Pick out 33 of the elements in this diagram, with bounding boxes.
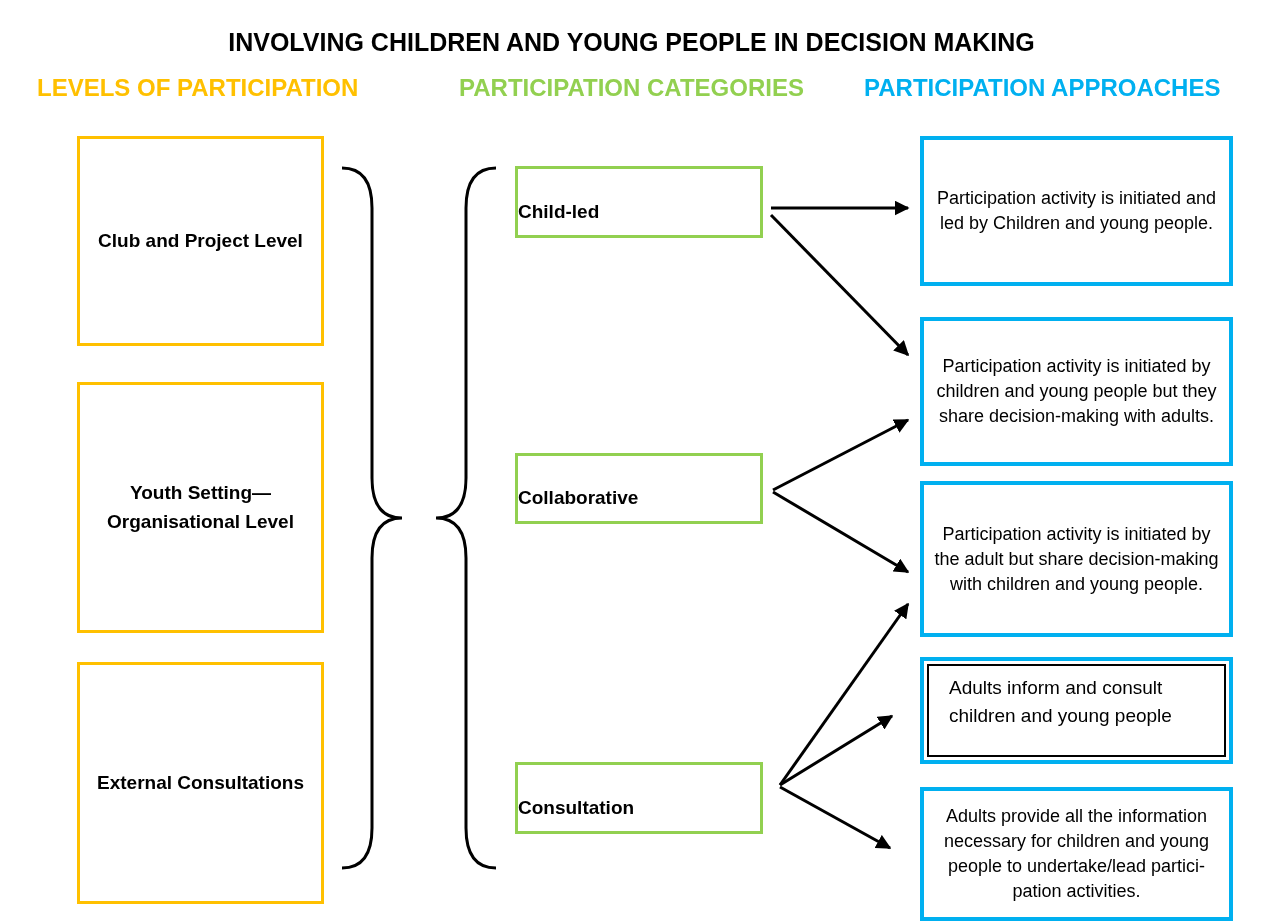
box-text: Participation activity is initiated by children and young people but they share decision-making with adults. xyxy=(935,355,1218,428)
arrow xyxy=(772,490,910,574)
arrow xyxy=(772,418,910,492)
box-text: Collaborative xyxy=(518,486,639,511)
box-text: Consultation xyxy=(518,795,635,820)
arrow xyxy=(779,785,892,850)
category-box xyxy=(515,762,763,834)
category-box xyxy=(515,453,763,524)
box-text: Adults inform and consult children and young people xyxy=(949,676,1173,728)
column-heading: PARTICIPATION APPROACHES xyxy=(864,73,1222,103)
box-text: Youth Setting— Organisational Level xyxy=(106,481,295,534)
column-heading: PARTICIPATION CATEGORIES xyxy=(459,73,805,103)
arrow xyxy=(769,213,910,357)
box-text: Participation activity is initiated by the adult but share decision-making with children and young people. xyxy=(933,522,1220,596)
approach-box xyxy=(920,481,1233,637)
approach-box xyxy=(920,657,1233,764)
approach-box xyxy=(920,136,1233,286)
level-box xyxy=(77,382,324,633)
level-box xyxy=(77,136,324,346)
column-heading: LEVELS OF PARTICIPATION xyxy=(37,73,360,103)
box-text: Club and Project Level xyxy=(98,228,303,253)
box-text: Participation activity is initiated and led by Children and young people. xyxy=(935,187,1218,235)
approach-box xyxy=(920,317,1233,466)
arrow xyxy=(778,602,910,786)
category-box xyxy=(515,166,763,238)
box-text: Adults provide all the information necessary for children and young people to undertake/lead partici-pation activities. xyxy=(942,805,1211,903)
box-text: Child-led xyxy=(518,199,600,224)
title: INVOLVING CHILDREN AND YOUNG PEOPLE IN DECISION MAKING xyxy=(227,27,1036,58)
level-box xyxy=(77,662,324,904)
arrow xyxy=(779,714,894,787)
arrow xyxy=(771,200,910,216)
approach-box xyxy=(920,787,1233,921)
box-text: External Consultations xyxy=(97,770,304,795)
